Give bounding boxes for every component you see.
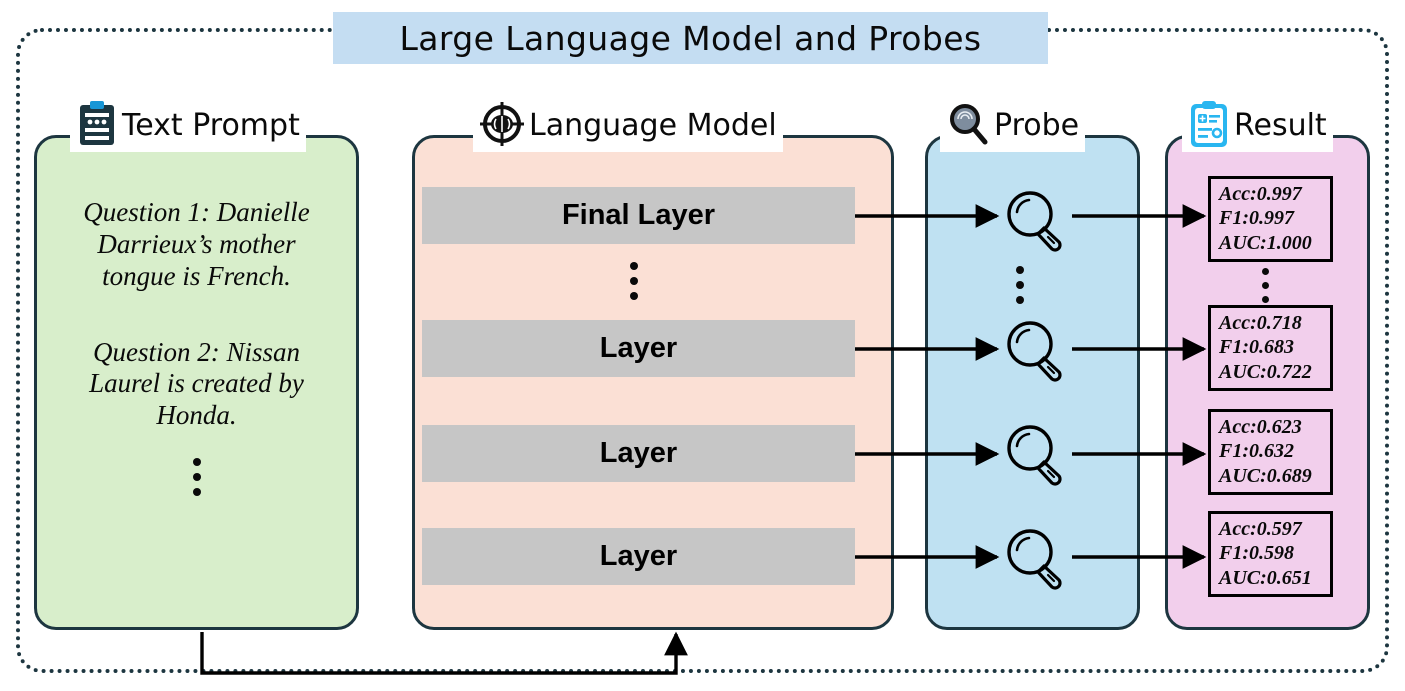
- probe-magnifier-0[interactable]: [1000, 186, 1070, 256]
- result-box-2: Acc:0.623 F1:0.632 AUC:0.689: [1208, 409, 1333, 496]
- page-title-banner: Large Language Model and Probes: [333, 12, 1048, 64]
- result-f1: F1:0.997: [1219, 207, 1294, 230]
- magnifier-fingerprint-icon: [946, 101, 990, 152]
- probe-magnifier-2[interactable]: [1000, 420, 1070, 490]
- result-acc: Acc:0.623: [1219, 416, 1302, 438]
- panel-header-text-prompt: Text Prompt: [70, 100, 306, 152]
- probe-magnifier-1[interactable]: [1000, 316, 1070, 386]
- panel-header-label: Probe: [994, 108, 1080, 143]
- result-box-1: Acc:0.718 F1:0.683 AUC:0.722: [1208, 305, 1333, 392]
- clipboard-report-icon: [1188, 99, 1230, 153]
- panel-text-prompt: [34, 135, 359, 630]
- clipboard-list-icon: [76, 100, 118, 153]
- layer-bar-2[interactable]: Layer: [422, 425, 855, 482]
- prompt-ellipsis: [192, 458, 201, 497]
- prompt-content: Question 1: Danielle Darrieux’s mother t…: [44, 175, 349, 615]
- probe-ellipsis: [1016, 266, 1024, 304]
- panel-header-language-model: Language Model: [473, 100, 783, 152]
- result-acc: Acc:0.997: [1219, 183, 1302, 205]
- result-f1: F1:0.632: [1219, 440, 1294, 463]
- panel-header-result: Result: [1182, 100, 1333, 152]
- prompt-question-2: Question 2: Nissan Laurel is created by …: [89, 336, 304, 431]
- model-ellipsis: [630, 262, 638, 300]
- panel-header-label: Text Prompt: [122, 108, 300, 143]
- result-auc: AUC:0.689: [1219, 464, 1312, 487]
- brain-target-icon: [479, 101, 525, 152]
- result-acc: Acc:0.718: [1219, 312, 1302, 334]
- result-f1: F1:0.598: [1219, 542, 1294, 565]
- result-acc: Acc:0.597: [1219, 518, 1302, 540]
- panel-header-label: Result: [1234, 108, 1327, 143]
- layer-bar-final[interactable]: Final Layer: [422, 187, 855, 244]
- result-ellipsis: [1262, 268, 1269, 303]
- result-box-0: Acc:0.997 F1:0.997 AUC:1.000: [1208, 176, 1333, 263]
- layer-bar-3[interactable]: Layer: [422, 528, 855, 585]
- panel-header-label: Language Model: [529, 108, 777, 143]
- result-auc: AUC:1.000: [1219, 231, 1312, 254]
- probe-magnifier-3[interactable]: [1000, 524, 1070, 594]
- panel-header-probe: Probe: [940, 100, 1086, 152]
- result-f1: F1:0.683: [1219, 336, 1294, 359]
- result-auc: AUC:0.722: [1219, 360, 1312, 383]
- page-title: Large Language Model and Probes: [399, 18, 982, 58]
- result-box-3: Acc:0.597 F1:0.598 AUC:0.651: [1208, 511, 1333, 598]
- layer-bar-1[interactable]: Layer: [422, 320, 855, 377]
- prompt-question-1: Question 1: Danielle Darrieux’s mother t…: [83, 197, 310, 291]
- result-auc: AUC:0.651: [1219, 566, 1312, 589]
